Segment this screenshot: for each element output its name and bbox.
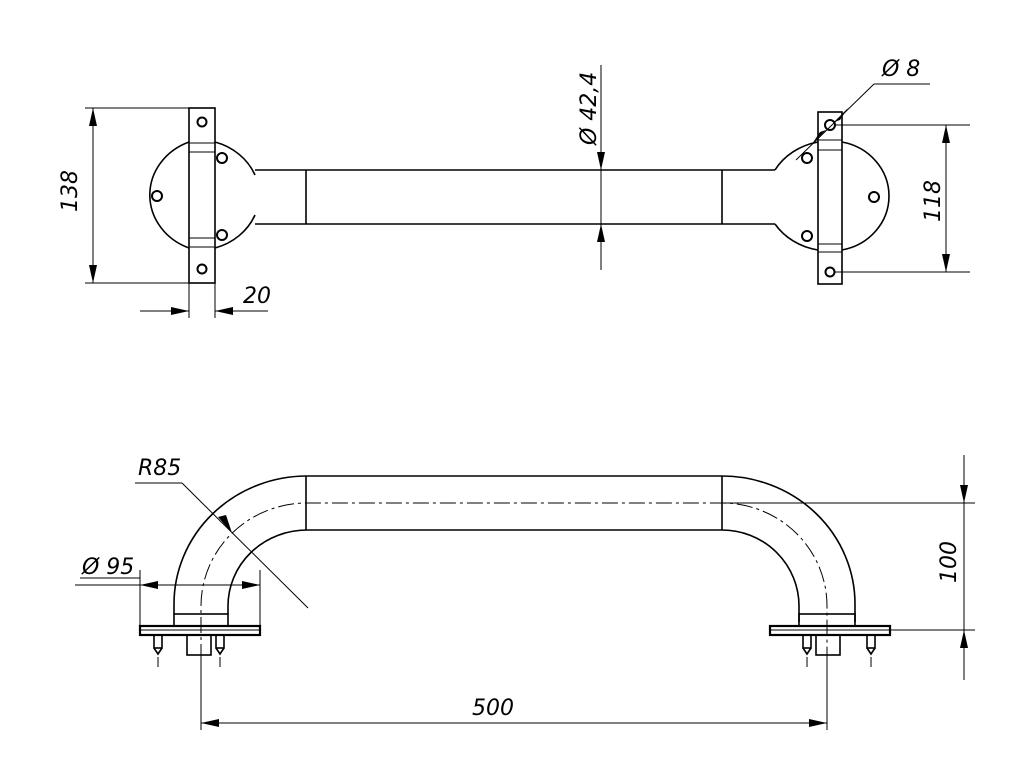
dim-hole-spacing-right: 118 — [835, 124, 970, 273]
hole — [151, 190, 163, 202]
dim-label-flange-diameter: Ø 95 — [81, 555, 134, 580]
tube-side-view — [173, 475, 856, 660]
hole — [801, 230, 813, 242]
hole — [824, 266, 836, 278]
dim-length: 500 — [200, 660, 828, 730]
top-view: 138 20 Ø 42,4 Ø 8 — [58, 57, 970, 318]
dim-tube-diameter: Ø 42,4 — [577, 65, 605, 270]
dim-flange-diameter: Ø 95 — [75, 555, 261, 626]
tube-top-view — [255, 169, 775, 225]
dim-bend-radius: R85 — [135, 456, 309, 609]
hole — [216, 152, 228, 164]
right-base-plate — [774, 111, 890, 285]
hole — [196, 263, 208, 275]
dim-label-20: 20 — [243, 284, 271, 309]
dim-plate-height-left: 138 — [58, 107, 189, 284]
right-flange — [768, 613, 892, 667]
side-view: R85 Ø 95 100 500 — [75, 455, 975, 730]
hole — [801, 152, 813, 164]
dim-label-hole-diameter: Ø 8 — [881, 57, 920, 82]
dim-label-138: 138 — [58, 170, 83, 212]
hole — [216, 229, 228, 241]
dim-label-R85: R85 — [138, 456, 181, 481]
dim-height: 100 — [722, 455, 975, 680]
dim-label-118: 118 — [921, 180, 946, 222]
dim-plate-width: 20 — [140, 283, 271, 318]
left-base-plate — [149, 107, 256, 284]
hole — [196, 116, 208, 128]
left-flange — [138, 613, 262, 667]
dim-label-500: 500 — [472, 696, 514, 721]
dim-hole-diameter: Ø 8 — [795, 57, 930, 161]
dim-label-tube-diameter: Ø 42,4 — [577, 72, 602, 146]
hole — [868, 191, 880, 203]
hole — [824, 119, 836, 131]
dim-label-100: 100 — [937, 541, 962, 583]
